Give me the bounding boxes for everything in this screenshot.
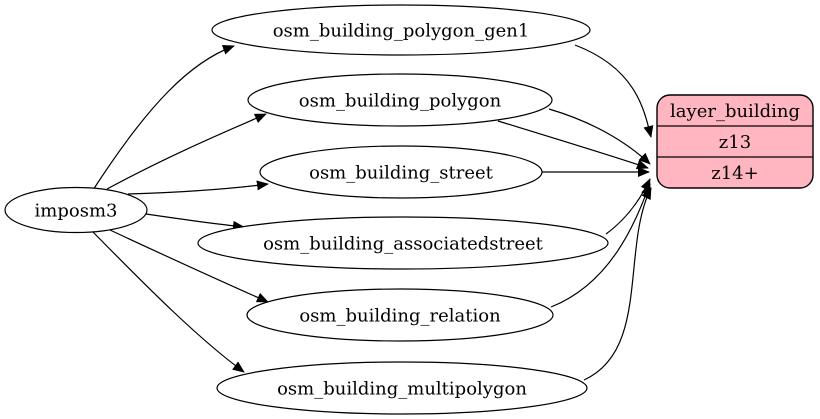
edges-to-layer-building — [497, 44, 654, 381]
node-osm-building-associatedstreet: osm_building_associatedstreet — [197, 216, 609, 270]
node-imposm3-label: imposm3 — [35, 200, 118, 221]
node-osm-building-polygon-shape — [247, 73, 553, 127]
edge-osm-building-polygon-gen1-to-z13 — [574, 44, 654, 138]
edge-imposm3-to-osm-building-polygon-gen1 — [92, 45, 235, 191]
edge-imposm3-to-osm-building-street — [127, 180, 269, 195]
edge-imposm3-to-osm-building-relation — [109, 229, 269, 303]
node-osm-building-street-shape — [259, 145, 543, 199]
edge-osm-building-polygon-to-z14 — [548, 108, 651, 165]
node-osm-building-relation-label: osm_building_relation — [299, 305, 501, 326]
node-osm-building-multipolygon-shape — [216, 361, 588, 415]
layer-building-row-z13: z13 — [719, 132, 751, 153]
edge-imposm3-to-osm-building-multipolygon — [91, 230, 245, 373]
edge-imposm3-to-osm-building-associatedstreet — [145, 213, 245, 231]
layer-building-record-box — [656, 94, 814, 189]
node-osm-building-polygon-label: osm_building_polygon — [299, 90, 502, 111]
layer-building-row-z14: z14+ — [711, 163, 758, 184]
node-osm-building-relation: osm_building_relation — [246, 288, 554, 342]
node-osm-building-polygon-gen1-label: osm_building_polygon_gen1 — [273, 20, 530, 41]
node-imposm3: imposm3 — [4, 186, 148, 234]
node-osm-building-street-label: osm_building_street — [309, 162, 494, 183]
edges-from-imposm3 — [91, 45, 269, 373]
node-osm-building-street: osm_building_street — [259, 145, 543, 199]
node-osm-building-polygon: osm_building_polygon — [247, 73, 553, 127]
edge-imposm3-to-osm-building-polygon — [106, 113, 267, 190]
layer-building-title: layer_building — [670, 101, 800, 122]
node-osm-building-associatedstreet-shape — [197, 216, 609, 270]
node-osm-building-relation-shape — [246, 288, 554, 342]
node-imposm3-shape — [4, 186, 148, 234]
edge-osm-building-polygon-to-z14-alt — [497, 120, 649, 170]
edge-osm-building-multipolygon-to-z14 — [583, 187, 652, 381]
node-layer-building-record: layer_building z13 z14+ — [656, 94, 814, 189]
node-osm-building-multipolygon: osm_building_multipolygon — [216, 361, 588, 415]
node-osm-building-associatedstreet-label: osm_building_associatedstreet — [263, 233, 544, 254]
node-osm-building-polygon-gen1: osm_building_polygon_gen1 — [211, 4, 591, 56]
node-osm-building-polygon-gen1-shape — [211, 4, 591, 56]
node-osm-building-multipolygon-label: osm_building_multipolygon — [277, 378, 527, 399]
